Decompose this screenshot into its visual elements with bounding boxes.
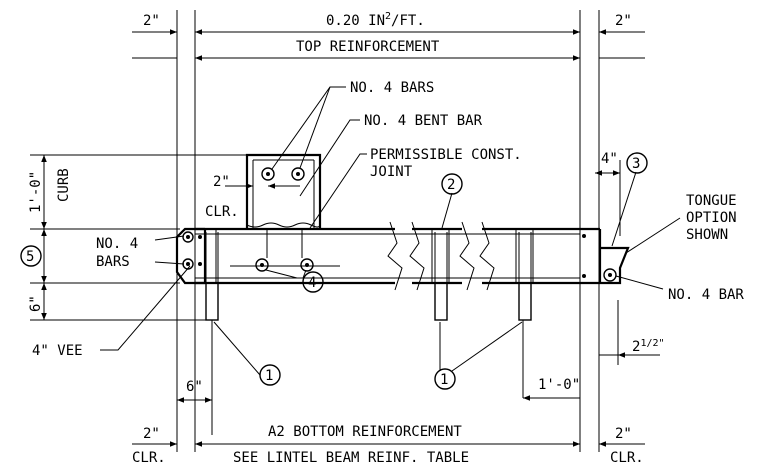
top-reinforcement-label: TOP REINFORCEMENT: [296, 39, 440, 55]
no4-bars-left-line1: NO. 4: [96, 236, 138, 252]
svg-text:4: 4: [308, 275, 316, 291]
bottom-1ft-label: 1'-0": [538, 377, 580, 393]
tongue-line2-label: OPTION: [686, 210, 737, 226]
top-right-2in-label: 2": [615, 13, 632, 29]
callout-4: 4: [302, 271, 324, 293]
callout-1-right: 1: [434, 368, 456, 390]
tongue-line1-label: TONGUE: [686, 193, 737, 209]
svg-text:1: 1: [440, 372, 448, 388]
right-4in-label: 4": [601, 151, 618, 167]
no4-bars-left-line2: BARS: [96, 254, 130, 270]
left-6in-label: 6": [28, 295, 44, 312]
no4-bar-right-label: NO. 4 BAR: [668, 287, 744, 303]
top-left-2in-label: 2": [143, 13, 160, 29]
curb-label: CURB: [56, 168, 72, 202]
extension-lines: [176, 10, 621, 452]
bottom-6in-label: 6": [186, 379, 203, 395]
vee-4in-label: 4" VEE: [32, 343, 83, 359]
svg-text:2: 2: [447, 177, 455, 193]
bottom-right-2in-label: 2": [615, 426, 632, 442]
permissible-line1-label: PERMISSIBLE CONST.: [370, 147, 522, 163]
bottom-dimension-rows: [132, 395, 645, 447]
svg-text:3: 3: [632, 156, 640, 172]
callout-5: 5: [20, 245, 42, 267]
bottom-clr-right-label: CLR.: [610, 450, 644, 466]
callout-1-left: 1: [259, 364, 281, 386]
callout-3: 3: [626, 152, 648, 174]
bottom-left-2in-label: 2": [143, 426, 160, 442]
callout-circles: 1 1 2 3 4 5: [20, 152, 648, 390]
dim-2-5-label: 21/2": [632, 338, 665, 355]
no4-bars-top-label: NO. 4 BARS: [350, 80, 434, 96]
beam-body: [175, 153, 630, 321]
bottom-clr-left-label: CLR.: [132, 450, 166, 466]
bottom-see-table-label: SEE LINTEL BEAM REINF. TABLE: [233, 450, 469, 466]
left-vertical-dimensions: [30, 154, 247, 321]
top-area-label: 0.20 IN2/FT.: [326, 11, 425, 29]
curb-clr-2in-label: 2": [213, 174, 230, 190]
permissible-line2-label: JOINT: [370, 164, 413, 180]
svg-text:5: 5: [26, 249, 34, 265]
no4-bent-bar-label: NO. 4 BENT BAR: [364, 113, 483, 129]
tongue-line3-label: SHOWN: [686, 227, 728, 243]
curb-dim-label: 1'-0": [28, 171, 44, 213]
leader-lines: [100, 86, 681, 376]
curb-clr-label: CLR.: [205, 204, 239, 220]
callout-2: 2: [441, 173, 463, 195]
bottom-reinforcement-label: A2 BOTTOM REINFORCEMENT: [268, 424, 462, 440]
top-dimension-rows: [132, 29, 645, 61]
svg-text:1: 1: [265, 368, 273, 384]
